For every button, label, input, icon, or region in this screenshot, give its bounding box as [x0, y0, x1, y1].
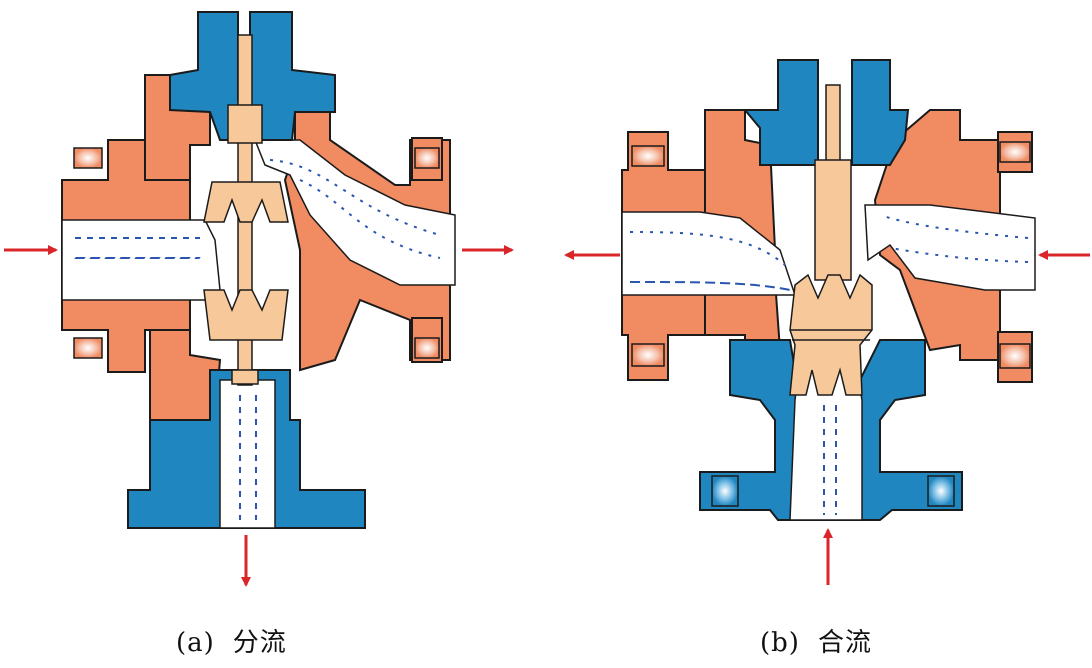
- bolt-hole: [999, 343, 1031, 369]
- inlet-passage: [61, 219, 221, 301]
- bolt-hole: [631, 145, 665, 167]
- inlet-passage-right: [864, 204, 1036, 291]
- caption-diverging: (a) 分流: [176, 622, 287, 659]
- bolt-hole: [927, 475, 955, 507]
- outlet-passage-left: [621, 211, 797, 296]
- diverging-valve-drawing: [4, 11, 514, 587]
- flow-lines-right: [269, 159, 441, 259]
- flow-lines-left: [629, 231, 791, 291]
- flow-lines-inlet: [74, 237, 201, 259]
- flow-lines-bottom: [239, 395, 257, 520]
- bolt-hole: [631, 343, 665, 367]
- bolt-hole: [711, 475, 739, 507]
- valve-plug: [789, 273, 873, 396]
- stem-nut: [231, 369, 259, 385]
- caption-tag: (b): [760, 628, 800, 658]
- converging-valve-drawing: [564, 59, 1090, 585]
- flow-lines-right: [879, 214, 1029, 263]
- bolt-hole: [999, 141, 1031, 163]
- bonnet-top: [742, 59, 819, 166]
- bolt-hole: [73, 147, 103, 169]
- caption-title: 合流: [817, 628, 872, 658]
- caption-title: 分流: [232, 628, 287, 658]
- outlet-passage-right: [253, 139, 456, 286]
- bottom-outlet-passage: [219, 379, 276, 529]
- bonnet-top-right: [851, 59, 910, 166]
- lower-valve-plug: [203, 289, 289, 341]
- stem-collar: [227, 104, 263, 144]
- caption-converging: (b) 合流: [760, 622, 872, 659]
- bolt-hole: [73, 337, 103, 359]
- caption-tag: (a): [176, 628, 215, 658]
- bolt-hole: [414, 337, 440, 359]
- upper-valve-plug: [203, 181, 289, 223]
- bolt-hole: [414, 147, 440, 169]
- stem-collar: [814, 159, 852, 281]
